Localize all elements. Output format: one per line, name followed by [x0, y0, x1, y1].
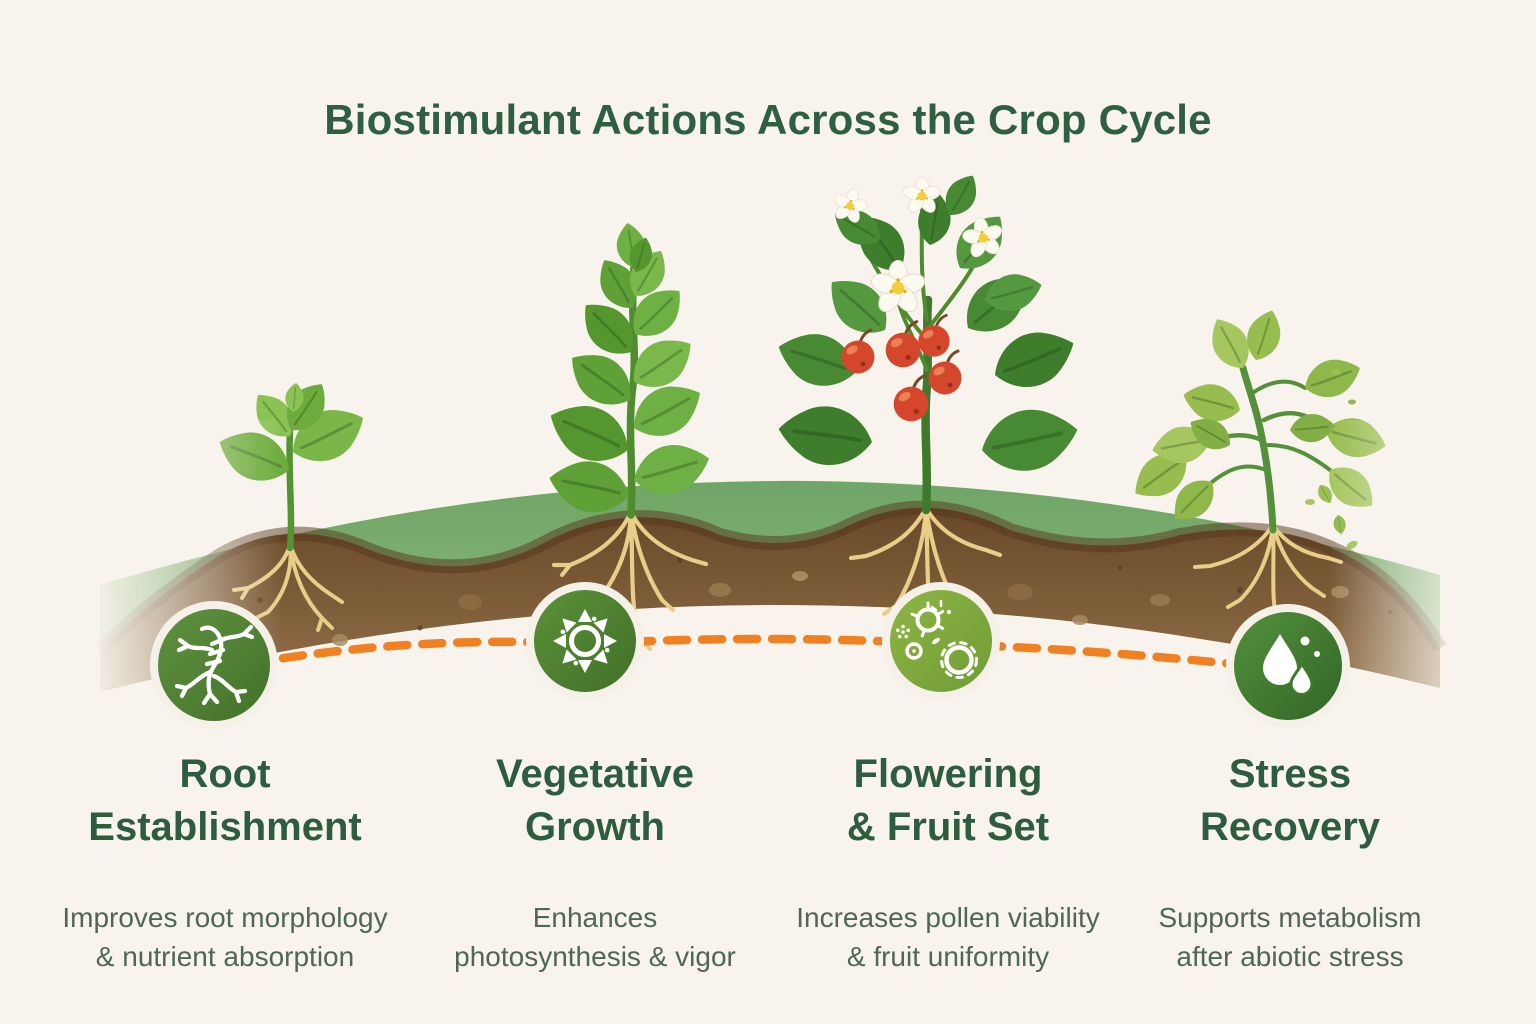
- stage-badge-vegetative-growth: [526, 582, 644, 700]
- stage-heading-line1: Stress: [1228, 752, 1352, 796]
- stage-badge-root-establishment: [150, 601, 278, 729]
- stage-desc-line1: Increases pollen viability: [796, 902, 1100, 933]
- stage-desc-line2: photosynthesis & vigor: [454, 941, 736, 972]
- stage-heading-line1: Vegetative: [496, 752, 694, 796]
- stage-badge-flowering-fruit-set: [882, 582, 1000, 700]
- page-title: Biostimulant Actions Across the Crop Cyc…: [0, 96, 1536, 144]
- stage-desc-line2: & fruit uniformity: [846, 941, 1050, 972]
- root-system-icon: [174, 624, 255, 706]
- stage-heading: Flowering & Fruit Set: [738, 748, 1158, 854]
- page-title-emphasis: Biostimulant Actions: [324, 96, 747, 144]
- right-edge-fade: [1330, 420, 1480, 760]
- water-droplets-icon: [1263, 634, 1320, 696]
- stage-heading-line2: Growth: [525, 805, 665, 849]
- stage-label-vegetative-growth: Vegetative Growth Enhances photosynthesi…: [385, 748, 805, 976]
- stage-desc-line2: after abiotic stress: [1176, 941, 1404, 972]
- page-title-rest: Across the Crop Cycle: [746, 96, 1212, 144]
- pollen-cells-icon: [896, 599, 978, 679]
- stage-label-flowering-fruit-set: Flowering & Fruit Set Increases pollen v…: [738, 748, 1158, 976]
- stage-label-stress-recovery: Stress Recovery Supports metabolism afte…: [1080, 748, 1500, 976]
- stage-heading-line1: Flowering: [853, 752, 1043, 796]
- stage-heading-line2: & Fruit Set: [846, 805, 1050, 849]
- stage-heading-line1: Root: [179, 752, 271, 796]
- stage-description: Improves root morphology & nutrient abso…: [15, 898, 435, 976]
- stage-description: Supports metabolism after abiotic stress: [1080, 898, 1500, 976]
- stage-heading: Vegetative Growth: [385, 748, 805, 854]
- soil-layer: [95, 500, 1447, 692]
- sun-icon: [553, 609, 617, 673]
- timeline-dashed-line: [209, 634, 1293, 675]
- stage-badge-stress-recovery: [1226, 604, 1350, 728]
- stage-heading: Stress Recovery: [1080, 748, 1500, 854]
- stage-heading-line2: Establishment: [88, 805, 362, 849]
- flowering-plant: [769, 167, 1086, 515]
- stage-desc-line1: Improves root morphology: [62, 902, 388, 933]
- stage-desc-line2: & nutrient absorption: [95, 941, 355, 972]
- vegetative-plant: [538, 220, 718, 522]
- stressed-plant: [1123, 304, 1392, 550]
- stage-description: Increases pollen viability & fruit unifo…: [738, 898, 1158, 976]
- stage-heading-line2: Recovery: [1199, 805, 1381, 849]
- stage-description: Enhances photosynthesis & vigor: [385, 898, 805, 976]
- stage-desc-line1: Supports metabolism: [1158, 902, 1422, 933]
- seedling-plant: [209, 373, 376, 552]
- stage-heading: Root Establishment: [15, 748, 435, 854]
- stage-desc-line1: Enhances: [532, 902, 658, 933]
- stage-label-root-establishment: Root Establishment Improves root morphol…: [15, 748, 435, 976]
